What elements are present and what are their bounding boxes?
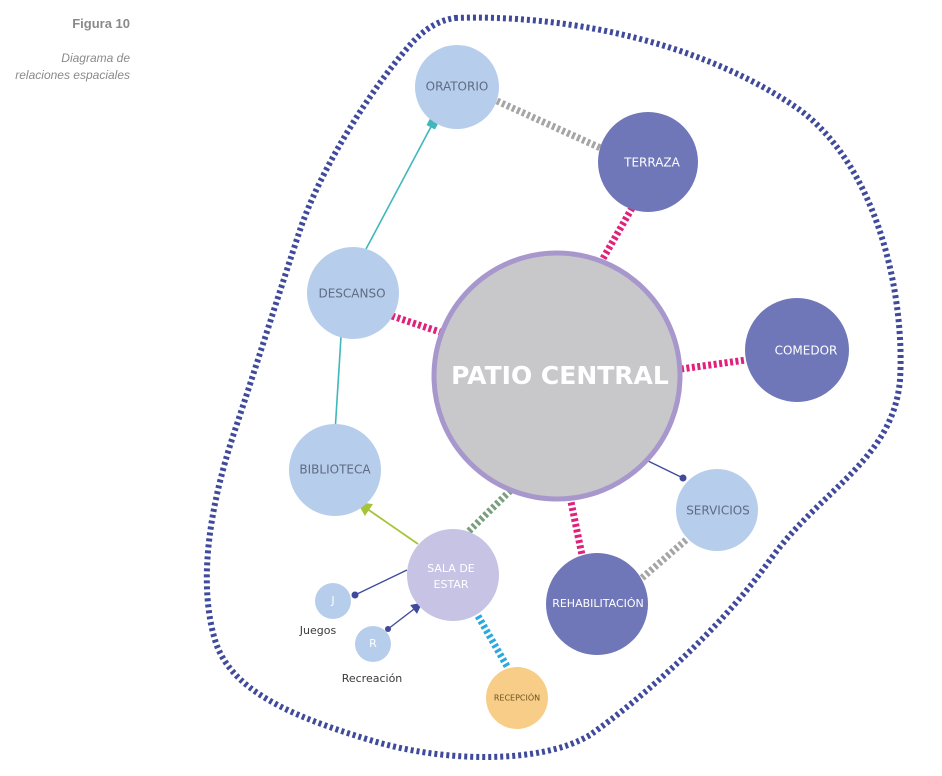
node-recepcion-label: RECEPCIÓN [494, 692, 540, 703]
node-comedor: COMEDOR [745, 298, 849, 402]
arrow-descanso-biblioteca [329, 336, 342, 438]
node-biblioteca: BIBLIOTECA [289, 424, 381, 516]
juegos-label: Juegos [299, 624, 337, 637]
node-terraza: TERRAZA [598, 112, 698, 212]
arrow-patio-servicios [645, 459, 684, 479]
link-sala-patio [462, 485, 516, 538]
node-sala-de-estar: SALA DE ESTAR [407, 529, 499, 621]
node-juegos-letter: J [330, 594, 334, 607]
link-descanso-patio [390, 312, 445, 337]
node-patio-central: PATIO CENTRAL [431, 250, 683, 502]
node-juegos: J [315, 583, 351, 619]
node-rehabilitacion-label: REHABILITACIÓN [552, 597, 644, 610]
site-boundary [203, 14, 904, 760]
recreacion-label: Recreación [342, 672, 403, 685]
link-rehabilitacion-patio [566, 496, 586, 556]
node-oratorio-label: ORATORIO [426, 80, 489, 94]
node-comedor-label: COMEDOR [775, 344, 838, 358]
arrow-sala-recreacion-dot [385, 626, 391, 632]
node-servicios: SERVICIOS [676, 469, 758, 551]
node-descanso-label: DESCANSO [318, 287, 385, 301]
node-recepcion: RECEPCIÓN [486, 667, 548, 729]
arrow-descanso-oratorio [365, 116, 440, 250]
node-rehabilitacion: REHABILITACIÓN [546, 553, 648, 655]
node-recreacion: R [355, 626, 391, 662]
node-sala-label-line-2: ESTAR [434, 578, 469, 591]
arrow-sala-recreacion [387, 602, 423, 630]
node-sala-label-line-1: SALA DE [427, 562, 475, 575]
node-biblioteca-label: BIBLIOTECA [299, 463, 371, 477]
node-recreacion-letter: R [369, 637, 377, 650]
node-patio-central-label: PATIO CENTRAL [451, 361, 669, 390]
node-terraza-label: TERRAZA [623, 156, 681, 170]
link-sala-recepcion [474, 614, 512, 670]
node-servicios-label: SERVICIOS [686, 504, 750, 518]
figure-title-line-2: relaciones espaciales [15, 68, 130, 82]
link-oratorio-terraza [495, 97, 607, 154]
node-oratorio: ORATORIO [415, 45, 499, 129]
node-descanso: DESCANSO [307, 247, 399, 339]
arrow-sala-biblioteca [357, 501, 419, 545]
figure-title: Diagrama de relaciones espaciales [0, 50, 130, 84]
arrow-sala-juegos [354, 569, 408, 596]
link-servicios-rehabilitacion [639, 537, 689, 581]
arrow-sala-juegos-dot [351, 591, 359, 599]
link-comedor-patio [680, 356, 747, 373]
arrow-patio-servicios-dot [679, 474, 687, 482]
figure-label: Figura 10 [72, 16, 130, 31]
link-terraza-patio [597, 206, 636, 264]
figure-title-line-1: Diagrama de [61, 51, 130, 65]
